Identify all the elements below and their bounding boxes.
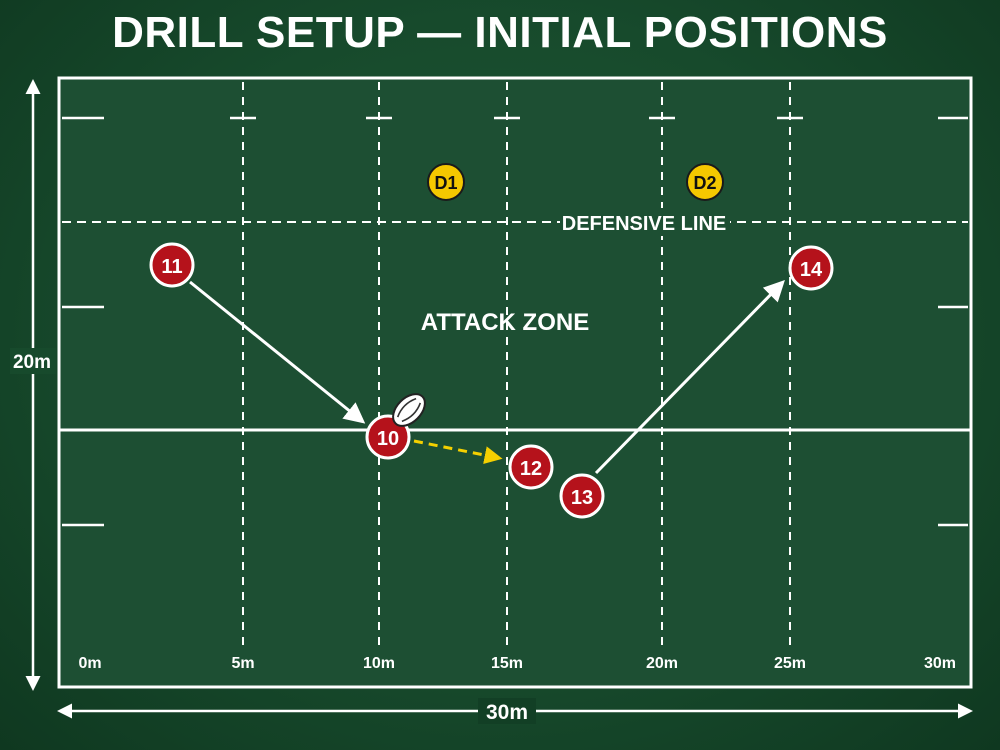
defensive-line-label-bg [560,208,730,236]
height-dimension-label: 20m [13,352,51,373]
width-dimension-label: 30m [486,701,528,724]
attack-zone-label: ATTACK ZONE [421,309,589,336]
diagram-title: DRILL SETUP — INITIAL POSITIONS [112,8,888,57]
attacker-13-label: 13 [571,487,593,509]
attacker-14: 14 [788,245,834,291]
width-label-bg [478,698,536,724]
defender-d2: D2 [686,163,724,201]
attacker-10: 10 [365,414,411,460]
marker-0m: 0m [78,655,101,672]
defender-d1-label: D1 [434,173,457,193]
attacker-13: 13 [559,473,605,519]
marker-10m: 10m [363,655,395,672]
attacker-14-label: 14 [800,259,823,281]
height-label-bg [10,348,56,374]
distance-lines [242,82,791,648]
rugby-ball-icon [392,393,426,427]
attacker-12: 12 [508,444,554,490]
run-arrow-11-to-10 [189,280,366,424]
side-tick-marks [62,116,968,527]
marker-25m: 25m [774,655,806,672]
defender-d1: D1 [427,163,465,201]
run-arrow-13-to-14 [594,279,785,475]
marker-30m: 30m [924,655,956,672]
defender-d2-label: D2 [693,173,716,193]
attacker-12-label: 12 [520,458,542,480]
marker-20m: 20m [646,655,678,672]
attacker-11: 11 [149,242,195,288]
attacker-10-label: 10 [377,428,399,450]
pitch-field [57,76,973,689]
defensive-line-label: DEFENSIVE LINE [562,213,726,235]
distance-markers: 0m 5m 10m 15m 20m 25m 30m [78,655,956,672]
attacker-11-label: 11 [161,256,182,278]
marker-5m: 5m [231,655,254,672]
marker-15m: 15m [491,655,523,672]
